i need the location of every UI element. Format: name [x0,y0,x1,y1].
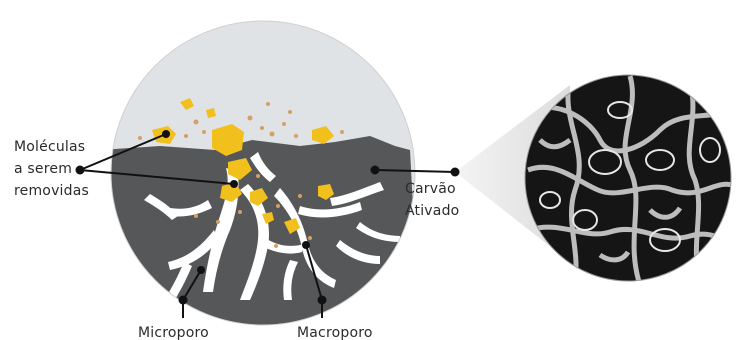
molecule-target-dot-2 [230,180,238,188]
molecules-label-line-3: removidas [14,180,89,202]
carbon-label: Carvão Ativado [405,178,459,222]
molecules-label-line-1: Moléculas [14,136,89,158]
carbon-label-line-1: Carvão [405,178,459,200]
macropore-label: Macroporo [297,322,373,340]
micropore-target-dot [197,266,205,274]
molecules-label-line-2: a serem [14,158,89,180]
molecules-label: Moléculas a serem removidas [14,136,89,202]
carbon-dot [451,168,460,177]
micropore-label: Microporo [138,322,209,340]
molecule-target-dot-1 [162,130,170,138]
micropore-dot [179,296,188,305]
cross-section [100,10,430,340]
macropore-target-dot [302,241,310,249]
carbon-target-dot [371,166,380,175]
carbon-label-line-2: Ativado [405,200,459,222]
macropore-dot [318,296,327,305]
